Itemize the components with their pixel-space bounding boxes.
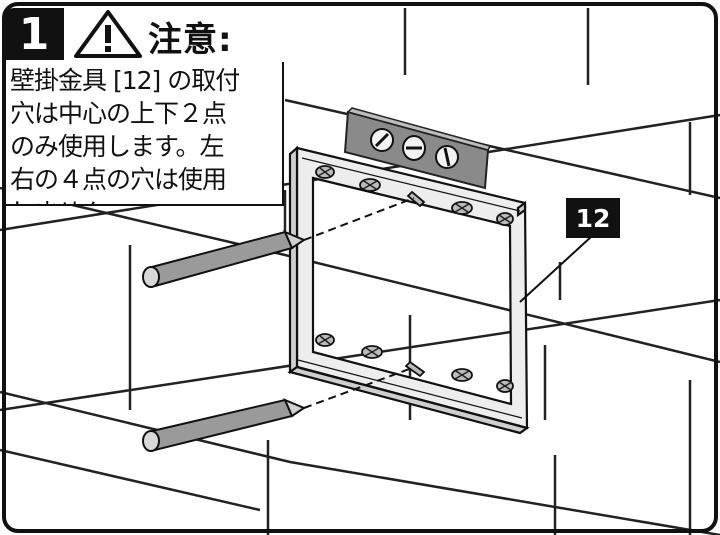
caution-note: 壁掛金具 [12] の取付 穴は中心の上下２点 のみ使用します。左 右の４点の穴…: [6, 62, 284, 206]
pencil-top: [142, 230, 307, 288]
step-number: 1: [18, 8, 50, 60]
brick-wall: [0, 8, 720, 535]
caution-line-3: のみ使用します。左: [10, 132, 225, 161]
caution-line-5: しません。: [10, 196, 278, 204]
caution-line-4: 右の４点の穴は使用: [10, 165, 227, 194]
wall-bracket: [287, 145, 530, 435]
spirit-level: [343, 107, 492, 190]
guide-lines: [303, 197, 415, 409]
caution-line-2: 穴は中心の上下２点: [10, 99, 227, 128]
pencil-bottom: [142, 398, 307, 452]
step-number-badge: 1: [4, 8, 64, 60]
caution-title: 注意:: [148, 20, 233, 60]
warning-triangle-icon: [74, 10, 142, 58]
part-number-label: 12: [566, 198, 620, 238]
part-leader-line: [519, 235, 593, 303]
caution-line-1: 壁掛金具 [12] の取付: [10, 66, 240, 95]
